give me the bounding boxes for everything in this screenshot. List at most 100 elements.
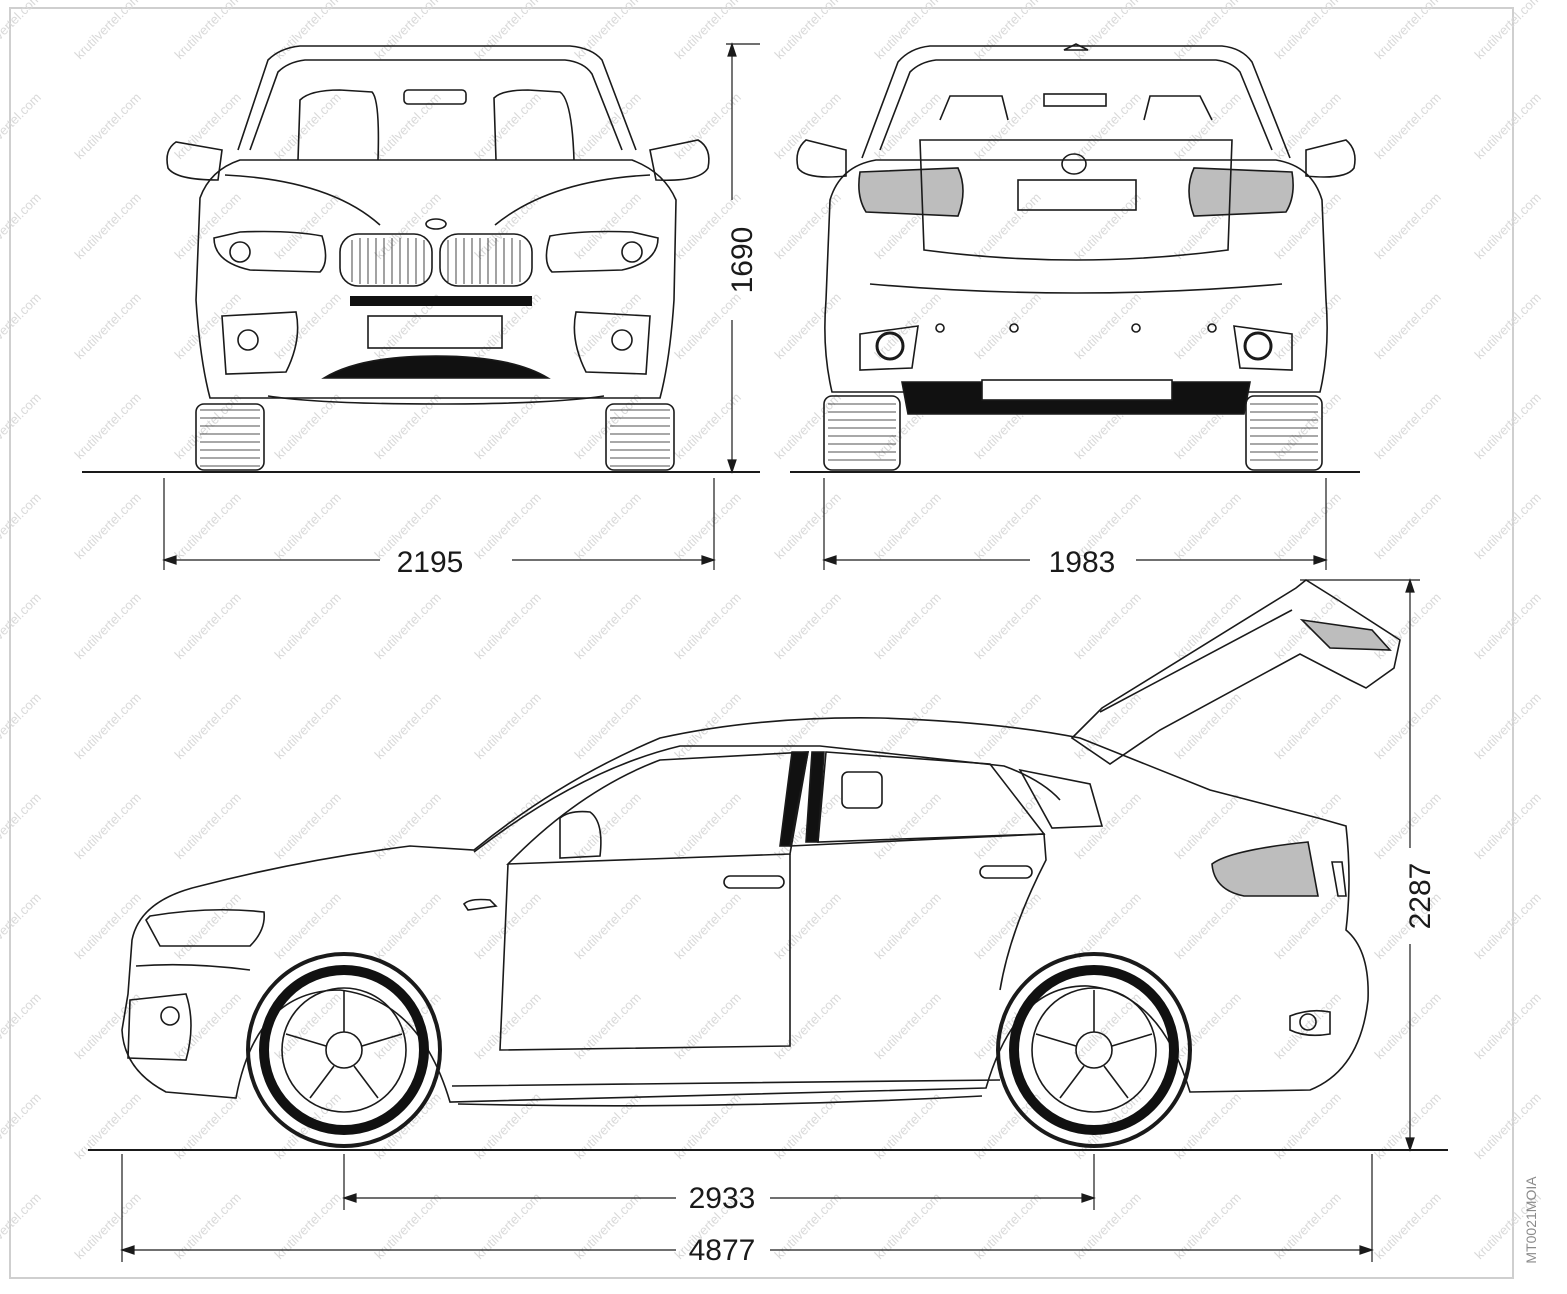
front-view (166, 45, 710, 471)
watermark-text: krutilvertel.com (472, 990, 544, 1062)
watermark-text: krutilvertel.com (1072, 590, 1144, 662)
watermark-text: krutilvertel.com (272, 590, 344, 662)
watermark-text: krutilvertel.com (1472, 290, 1544, 362)
watermark-text: krutilvertel.com (472, 690, 544, 762)
watermark-text: krutilvertel.com (72, 490, 144, 562)
watermark-text: krutilvertel.com (772, 0, 844, 62)
watermark-text: krutilvertel.com (672, 990, 744, 1062)
watermark-text: krutilvertel.com (572, 490, 644, 562)
watermark-text: krutilvertel.com (1472, 1090, 1544, 1162)
watermark-text: krutilvertel.com (972, 890, 1044, 962)
watermark-text: krutilvertel.com (472, 890, 544, 962)
watermark-text: krutilvertel.com (1272, 990, 1344, 1062)
watermark-text: krutilvertel.com (372, 690, 444, 762)
watermark-text: krutilvertel.com (672, 590, 744, 662)
watermark-text: krutilvertel.com (672, 290, 744, 362)
watermark-text: krutilvertel.com (0, 890, 44, 962)
watermark-text: krutilvertel.com (1472, 890, 1544, 962)
watermark-text: krutilvertel.com (1372, 0, 1444, 62)
watermark-text: krutilvertel.com (572, 990, 644, 1062)
watermark-text: krutilvertel.com (272, 790, 344, 862)
watermark-text: krutilvertel.com (1372, 290, 1444, 362)
watermark-text: krutilvertel.com (672, 890, 744, 962)
watermark-text: krutilvertel.com (972, 490, 1044, 562)
watermark-text: krutilvertel.com (272, 1190, 344, 1262)
watermark-text: krutilvertel.com (1172, 490, 1244, 562)
watermark-text: krutilvertel.com (72, 990, 144, 1062)
watermark-text: krutilvertel.com (372, 90, 444, 162)
watermark-text: krutilvertel.com (972, 290, 1044, 362)
watermark-text: krutilvertel.com (0, 1090, 44, 1162)
watermark-text: krutilvertel.com (1472, 390, 1544, 462)
watermark-text: krutilvertel.com (172, 90, 244, 162)
watermark-text: krutilvertel.com (72, 690, 144, 762)
watermark-text: krutilvertel.com (272, 190, 344, 262)
watermark-text: krutilvertel.com (172, 890, 244, 962)
watermark-text: krutilvertel.com (472, 590, 544, 662)
front-width-label: 2195 (397, 546, 464, 579)
watermark-text: krutilvertel.com (0, 990, 44, 1062)
watermark-text: krutilvertel.com (472, 0, 544, 62)
watermark-text: krutilvertel.com (1372, 690, 1444, 762)
watermark-text: krutilvertel.com (1072, 990, 1144, 1062)
watermark-text: krutilvertel.com (172, 190, 244, 262)
watermark-text: krutilvertel.com (1472, 990, 1544, 1062)
watermark-text: krutilvertel.com (72, 0, 144, 62)
watermark-text: krutilvertel.com (1172, 90, 1244, 162)
watermark-text: krutilvertel.com (772, 590, 844, 662)
watermark-text: krutilvertel.com (872, 890, 944, 962)
watermark-text: krutilvertel.com (372, 590, 444, 662)
watermark-text: krutilvertel.com (72, 190, 144, 262)
dimension-lines (120, 42, 1420, 1262)
watermark-text: krutilvertel.com (72, 290, 144, 362)
watermark-text: krutilvertel.com (1372, 490, 1444, 562)
watermark-text: krutilvertel.com (872, 490, 944, 562)
watermark-text: krutilvertel.com (272, 890, 344, 962)
watermark-text: krutilvertel.com (0, 0, 44, 62)
watermark-text: krutilvertel.com (172, 990, 244, 1062)
watermark-text: krutilvertel.com (772, 890, 844, 962)
watermark-text: krutilvertel.com (1372, 190, 1444, 262)
watermark-text: krutilvertel.com (572, 590, 644, 662)
watermark-text: krutilvertel.com (872, 990, 944, 1062)
watermark-text: krutilvertel.com (972, 790, 1044, 862)
watermark-text: krutilvertel.com (1072, 190, 1144, 262)
watermark-text: krutilvertel.com (0, 1190, 44, 1262)
watermark-text: krutilvertel.com (1072, 90, 1144, 162)
watermark-text: krutilvertel.com (872, 590, 944, 662)
watermark-text: krutilvertel.com (72, 1090, 144, 1162)
watermark-text: krutilvertel.com (0, 290, 44, 362)
length-label: 4877 (689, 1234, 756, 1267)
watermark-text: krutilvertel.com (372, 390, 444, 462)
watermark-text: krutilvertel.com (1072, 0, 1144, 62)
watermark-text: krutilvertel.com (372, 0, 444, 62)
watermark-text: krutilvertel.com (1472, 0, 1544, 62)
watermark-text: krutilvertel.com (572, 90, 644, 162)
watermark-text: krutilvertel.com (1272, 890, 1344, 962)
watermark-text: krutilvertel.com (672, 1090, 744, 1162)
watermark-text: krutilvertel.com (1172, 690, 1244, 762)
watermark-text: krutilvertel.com (572, 1190, 644, 1262)
watermark-text: krutilvertel.com (1172, 1090, 1244, 1162)
watermark-text: krutilvertel.com (472, 1190, 544, 1262)
watermark-text: krutilvertel.com (372, 1190, 444, 1262)
watermark-text: krutilvertel.com (272, 290, 344, 362)
watermark-text: krutilvertel.com (1172, 590, 1244, 662)
watermark-text: krutilvertel.com (172, 1090, 244, 1162)
watermark-text: krutilvertel.com (0, 90, 44, 162)
watermark-text: krutilvertel.com (1272, 1090, 1344, 1162)
watermark-text: krutilvertel.com (472, 390, 544, 462)
watermark-text: krutilvertel.com (472, 790, 544, 862)
watermark-text: krutilvertel.com (172, 590, 244, 662)
watermark-text: krutilvertel.com (972, 190, 1044, 262)
watermark-text: krutilvertel.com (272, 490, 344, 562)
watermark-text: krutilvertel.com (1372, 1190, 1444, 1262)
watermark-text: krutilvertel.com (1272, 1190, 1344, 1262)
side-view (121, 579, 1401, 1148)
watermark-text: krutilvertel.com (672, 390, 744, 462)
frame (9, 7, 1514, 1279)
watermark-text: krutilvertel.com (1272, 0, 1344, 62)
watermark-text: krutilvertel.com (772, 1190, 844, 1262)
